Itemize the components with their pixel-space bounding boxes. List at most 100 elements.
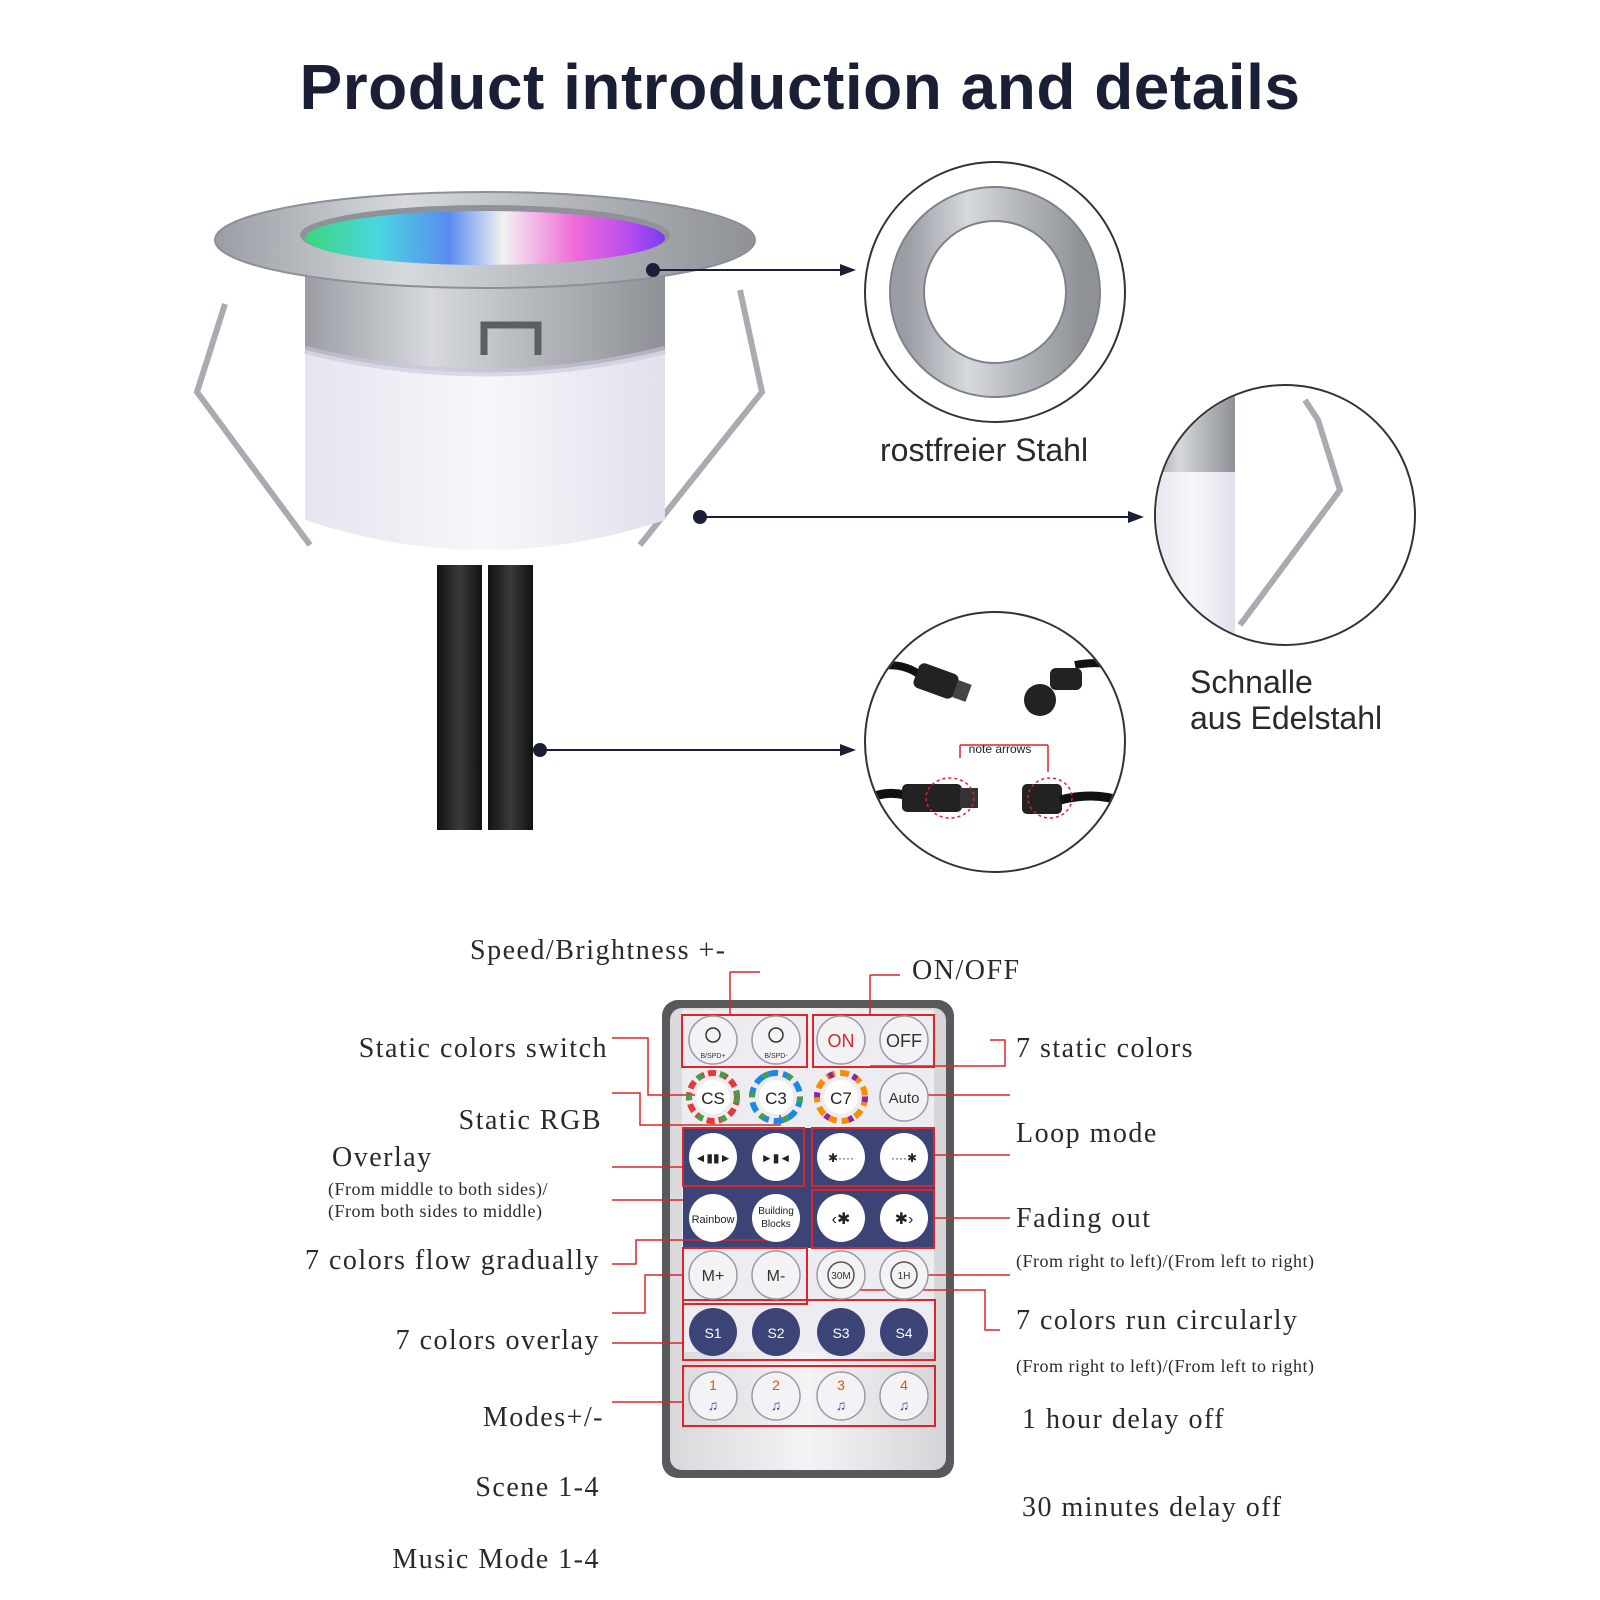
- page-title: Product introduction and details: [299, 51, 1301, 123]
- scene-3-button[interactable]: S3: [817, 1308, 865, 1356]
- svg-text:30M: 30M: [831, 1271, 850, 1282]
- mode-plus-button[interactable]: M+: [688, 1250, 738, 1300]
- loop-right-button[interactable]: ····✱: [880, 1133, 928, 1181]
- overlay-out-button[interactable]: ◄▮▮►: [689, 1133, 737, 1181]
- label-music-mode: Music Mode 1-4: [392, 1544, 600, 1575]
- brightness-up-button[interactable]: B/SPD+: [688, 1015, 738, 1065]
- double-arrow-in-icon: ►▮◄: [761, 1151, 791, 1165]
- svg-text:M-: M-: [767, 1268, 786, 1285]
- auto-button[interactable]: Auto: [879, 1072, 929, 1122]
- timer-30m-button[interactable]: 30M: [816, 1250, 866, 1300]
- label-fading-out: Fading out: [1016, 1203, 1152, 1234]
- music-3-button[interactable]: 3 ♫: [816, 1371, 866, 1421]
- svg-text:S2: S2: [767, 1325, 784, 1341]
- buckle-label-1: Schnalle: [1190, 664, 1313, 700]
- svg-text:S1: S1: [704, 1325, 721, 1341]
- label-colors-overlay: 7 colors overlay: [395, 1325, 600, 1356]
- mode-minus-button[interactable]: M-: [751, 1250, 801, 1300]
- label-static-rgb: Static RGB: [458, 1105, 602, 1136]
- arrow-cable: [840, 744, 856, 756]
- timer-1h-button[interactable]: 1H: [879, 1250, 929, 1300]
- label-overlay-sub-2: (From both sides to middle): [328, 1201, 543, 1221]
- music-1-button[interactable]: 1 ♫: [688, 1371, 738, 1421]
- label-30-min-delay: 30 minutes delay off: [1022, 1492, 1283, 1523]
- svg-text:CS: CS: [701, 1089, 725, 1108]
- label-1-hour-delay: 1 hour delay off: [1022, 1404, 1226, 1435]
- svg-text:3: 3: [837, 1377, 845, 1393]
- scene-1-button[interactable]: S1: [689, 1308, 737, 1356]
- spring-clip-left: [193, 303, 313, 547]
- ring-label: rostfreier Stahl: [880, 432, 1089, 468]
- music-note-icon: ♫: [836, 1397, 847, 1413]
- on-button[interactable]: ON: [816, 1015, 866, 1065]
- svg-text:1: 1: [709, 1377, 717, 1393]
- cs-button[interactable]: CS: [686, 1070, 740, 1124]
- arrow-flange: [840, 264, 856, 276]
- svg-text:S4: S4: [895, 1325, 912, 1341]
- scene-4-button[interactable]: S4: [880, 1308, 928, 1356]
- label-circular-sub: (From right to left)/(From left to right…: [1016, 1356, 1315, 1376]
- music-note-icon: ♫: [771, 1397, 782, 1413]
- label-on-off: ON/OFF: [912, 955, 1021, 986]
- label-colors-circular: 7 colors run circularly: [1016, 1305, 1299, 1336]
- svg-text:Auto: Auto: [889, 1090, 920, 1107]
- label-7-static-colors: 7 static colors: [1016, 1033, 1195, 1064]
- label-overlay-sub-1: (From middle to both sides)/: [328, 1179, 548, 1199]
- svg-text:2: 2: [772, 1377, 780, 1393]
- loop-left-button[interactable]: ✱····: [817, 1133, 865, 1181]
- label-static-colors-switch: Static colors switch: [358, 1033, 608, 1064]
- double-arrow-out-icon: ◄▮▮►: [695, 1151, 732, 1165]
- fade-right-icon: ✱›: [895, 1211, 914, 1228]
- brightness-down-button[interactable]: B/SPD-: [751, 1015, 801, 1065]
- cable-right: [488, 565, 533, 830]
- label-speed-brightness: Speed/Brightness +-: [470, 935, 727, 966]
- label-loop-mode: Loop mode: [1016, 1118, 1158, 1149]
- svg-text:C7: C7: [830, 1089, 852, 1108]
- music-4-button[interactable]: 4 ♫: [879, 1371, 929, 1421]
- svg-text:1H: 1H: [898, 1271, 911, 1282]
- frosted-body: [305, 345, 665, 550]
- music-note-icon: ♫: [899, 1397, 910, 1413]
- label-colors-flow: 7 colors flow gradually: [305, 1245, 600, 1276]
- building-blocks-button[interactable]: Building Blocks: [752, 1194, 800, 1242]
- steel-collar: [305, 265, 665, 373]
- c7-button[interactable]: C7: [814, 1070, 868, 1124]
- fade-left-button[interactable]: ‹✱: [817, 1194, 865, 1242]
- label-overlay: Overlay: [332, 1142, 433, 1173]
- svg-text:ON: ON: [828, 1031, 855, 1051]
- fade-left-icon: ‹✱: [832, 1211, 851, 1228]
- svg-text:OFF: OFF: [886, 1031, 922, 1051]
- svg-text:B/SPD-: B/SPD-: [764, 1053, 788, 1060]
- svg-text:S3: S3: [832, 1325, 849, 1341]
- connector-note: note arrows: [969, 742, 1032, 756]
- svg-text:Blocks: Blocks: [761, 1219, 790, 1230]
- loop-right-icon: ····✱: [891, 1151, 917, 1165]
- music-note-icon: ♫: [708, 1397, 719, 1413]
- loop-left-icon: ✱····: [828, 1151, 854, 1165]
- label-fading-sub: (From right to left)/(From left to right…: [1016, 1251, 1315, 1271]
- overlay-in-button[interactable]: ►▮◄: [752, 1133, 800, 1181]
- off-button[interactable]: OFF: [879, 1015, 929, 1065]
- svg-text:4: 4: [900, 1377, 908, 1393]
- svg-text:M+: M+: [702, 1268, 725, 1285]
- slot-mark: [480, 321, 542, 355]
- fade-right-button[interactable]: ✱›: [880, 1194, 928, 1242]
- scene-2-button[interactable]: S2: [752, 1308, 800, 1356]
- c3-button[interactable]: C3: [749, 1070, 803, 1124]
- svg-text:C3: C3: [765, 1089, 787, 1108]
- music-2-button[interactable]: 2 ♫: [751, 1371, 801, 1421]
- svg-text:B/SPD+: B/SPD+: [700, 1053, 725, 1060]
- steel-ring: [890, 187, 1100, 397]
- svg-text:Rainbow: Rainbow: [692, 1214, 735, 1226]
- label-scene: Scene 1-4: [475, 1472, 600, 1503]
- spring-clip-right: [637, 289, 766, 547]
- label-modes: Modes+/-: [482, 1402, 604, 1433]
- svg-text:Building: Building: [758, 1206, 794, 1217]
- rgb-lens: [305, 211, 665, 265]
- arrow-clip: [1128, 511, 1144, 523]
- buckle-label-2: aus Edelstahl: [1190, 700, 1383, 736]
- rainbow-button[interactable]: Rainbow: [689, 1194, 737, 1242]
- cable-left: [437, 565, 482, 830]
